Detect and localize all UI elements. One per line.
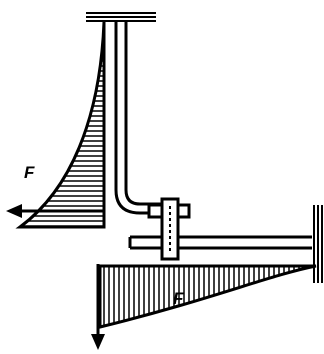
right-fixed-support	[313, 205, 323, 283]
bottom-load-diagram	[98, 264, 317, 329]
force-label-bottom: F	[173, 289, 184, 308]
top-fixed-support	[86, 12, 156, 22]
bent-rod	[114, 22, 166, 215]
force-label-left: F	[24, 163, 35, 182]
connector-block	[147, 197, 191, 261]
left-load-diagram	[15, 21, 106, 229]
left-force-arrow	[6, 204, 104, 218]
horizontal-rods	[128, 235, 312, 250]
down-force-arrow	[91, 264, 105, 350]
